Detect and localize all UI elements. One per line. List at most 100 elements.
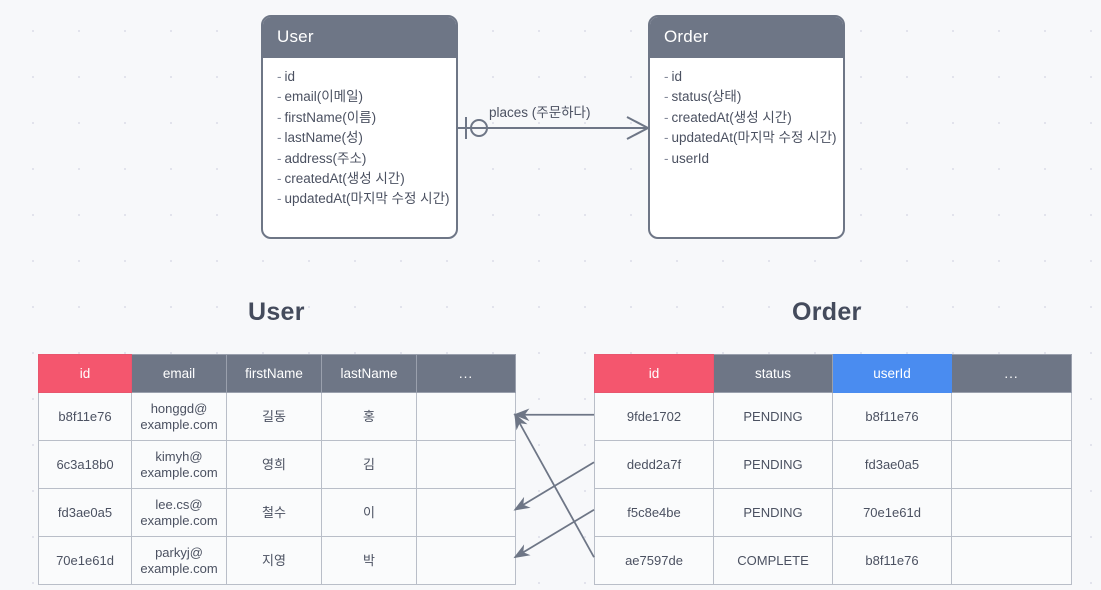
- column-header-id[interactable]: id: [38, 354, 132, 393]
- entity-attribute: -status(상태): [664, 87, 829, 107]
- fk-arrow: [513, 461, 595, 511]
- table-cell: 김: [321, 440, 417, 489]
- fk-arrow: [513, 508, 595, 559]
- table-cell: ae7597de: [594, 536, 714, 585]
- column-header-email[interactable]: email: [131, 354, 227, 393]
- entity-attribute: -email(이메일): [277, 87, 442, 107]
- table-cell: kimyh@example.com: [131, 440, 227, 489]
- table-cell: 6c3a18b0: [38, 440, 132, 489]
- entity-attribute: -lastName(성): [277, 128, 442, 148]
- entity-attribute: -id: [664, 67, 829, 87]
- entity-attribute-label: createdAt(생성 시간): [284, 171, 405, 187]
- relationship-label: places (주문하다): [489, 105, 591, 120]
- column-header-more[interactable]: ...: [951, 354, 1072, 393]
- bullet-dash-icon: -: [277, 150, 282, 166]
- table-cell: [951, 536, 1072, 585]
- table-cell: 70e1e61d: [38, 536, 132, 585]
- entity-attribute-label: userId: [671, 150, 710, 166]
- entity-attribute: -id: [277, 67, 442, 87]
- bullet-dash-icon: -: [664, 89, 669, 105]
- table-cell: 영희: [226, 440, 322, 489]
- table-cell: 지영: [226, 536, 322, 585]
- entity-attribute-label: updatedAt(마지막 수정 시간): [284, 191, 450, 207]
- bullet-dash-icon: -: [664, 150, 669, 166]
- table-cell: 이: [321, 488, 417, 537]
- table-cell: b8f11e76: [832, 536, 952, 585]
- table-cell: 길동: [226, 392, 322, 441]
- bullet-dash-icon: -: [664, 69, 669, 84]
- table-cell: [951, 488, 1072, 537]
- table-caption-user: User: [248, 298, 305, 326]
- bullet-dash-icon: -: [277, 89, 282, 105]
- fk-arrow: [514, 413, 595, 558]
- bullet-dash-icon: -: [277, 191, 282, 207]
- table-cell: PENDING: [713, 392, 833, 441]
- table-cell: PENDING: [713, 440, 833, 489]
- table-cell: [951, 392, 1072, 441]
- crows-foot-icon: [626, 116, 649, 140]
- entity-attribute: -userId: [664, 149, 829, 169]
- column-header-userId[interactable]: userId: [832, 354, 952, 393]
- entity-box-user[interactable]: User -id -email(이메일) -firstName(이름) -las…: [261, 15, 458, 239]
- entity-attribute-label: email(이메일): [284, 89, 364, 105]
- bullet-dash-icon: -: [277, 171, 282, 187]
- entity-attribute-label: createdAt(생성 시간): [671, 109, 792, 125]
- table-cell: 70e1e61d: [832, 488, 952, 537]
- bullet-dash-icon: -: [664, 130, 669, 146]
- entity-box-order[interactable]: Order -id -status(상태) -createdAt(생성 시간) …: [648, 15, 845, 239]
- table-caption-order: Order: [792, 298, 862, 326]
- column-header-lastName[interactable]: lastName: [321, 354, 417, 393]
- table-cell: PENDING: [713, 488, 833, 537]
- entity-attribute-list-user: -id -email(이메일) -firstName(이름) -lastName…: [263, 58, 456, 220]
- cardinality-circle-icon: [470, 119, 488, 137]
- bullet-dash-icon: -: [277, 69, 282, 84]
- entity-attribute-label: address(주소): [284, 150, 367, 166]
- bullet-dash-icon: -: [664, 109, 669, 125]
- entity-attribute: -updatedAt(마지막 수정 시간): [664, 128, 837, 148]
- table-cell: fd3ae0a5: [38, 488, 132, 537]
- table-cell: honggd@example.com: [131, 392, 227, 441]
- table-cell: 철수: [226, 488, 322, 537]
- table-cell: 9fde1702: [594, 392, 714, 441]
- column-header-status[interactable]: status: [713, 354, 833, 393]
- entity-attribute: -updatedAt(마지막 수정 시간): [277, 189, 450, 209]
- entity-title-order: Order: [650, 17, 843, 58]
- table-cell: b8f11e76: [38, 392, 132, 441]
- entity-attribute-label: lastName(성): [284, 130, 363, 146]
- table-cell: 박: [321, 536, 417, 585]
- table-cell: 홍: [321, 392, 417, 441]
- column-header-firstName[interactable]: firstName: [226, 354, 322, 393]
- table-cell: [416, 536, 516, 585]
- bullet-dash-icon: -: [277, 109, 282, 125]
- entity-attribute: -address(주소): [277, 149, 442, 169]
- entity-attribute-label: id: [671, 69, 683, 84]
- table-cell: [416, 392, 516, 441]
- table-cell: parkyj@example.com: [131, 536, 227, 585]
- entity-attribute-label: firstName(이름): [284, 109, 377, 125]
- entity-attribute: -firstName(이름): [277, 108, 442, 128]
- table-cell: [416, 440, 516, 489]
- table-cell: f5c8e4be: [594, 488, 714, 537]
- table-cell: lee.cs@example.com: [131, 488, 227, 537]
- table-cell: [951, 440, 1072, 489]
- entity-attribute: -createdAt(생성 시간): [664, 108, 829, 128]
- column-header-more[interactable]: ...: [416, 354, 516, 393]
- entity-attribute-label: updatedAt(마지막 수정 시간): [671, 130, 837, 146]
- table-cell: fd3ae0a5: [832, 440, 952, 489]
- entity-attribute-list-order: -id -status(상태) -createdAt(생성 시간) -updat…: [650, 58, 843, 179]
- column-header-id[interactable]: id: [594, 354, 714, 393]
